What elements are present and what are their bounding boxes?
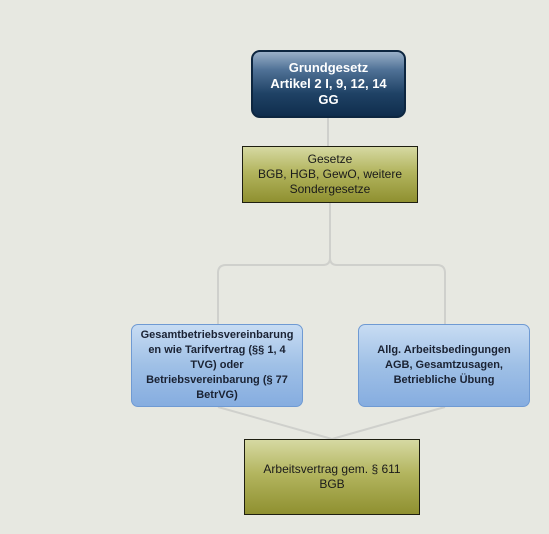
connector-to-arbeitsvertrag (217, 406, 446, 440)
node-arbeitsvertrag-text: Arbeitsvertrag gem. § 611 BGB (263, 462, 401, 491)
node-arbeitsbedingungen-text: Allg. Arbeitsbedingungen AGB, Gesamtzusa… (377, 344, 511, 386)
node-gesetze: Gesetze BGB, HGB, GewO, weitere Sonderge… (242, 146, 418, 203)
node-arbeitsvertrag: Arbeitsvertrag gem. § 611 BGB (244, 439, 420, 515)
node-gesetze-text: Gesetze BGB, HGB, GewO, weitere Sonderge… (257, 152, 403, 196)
node-grundgesetz-text: Grundgesetz Artikel 2 I, 9, 12, 14 GG (270, 60, 387, 107)
node-betriebsvereinbarung-text: Gesamtbetriebsvereinbarung en wie Tarifv… (140, 329, 294, 401)
node-betriebsvereinbarung: Gesamtbetriebsvereinbarung en wie Tarifv… (131, 324, 303, 407)
node-arbeitsbedingungen: Allg. Arbeitsbedingungen AGB, Gesamtzusa… (358, 324, 530, 407)
connector-gesetze-branch (217, 203, 446, 324)
node-grundgesetz: Grundgesetz Artikel 2 I, 9, 12, 14 GG (251, 50, 406, 118)
